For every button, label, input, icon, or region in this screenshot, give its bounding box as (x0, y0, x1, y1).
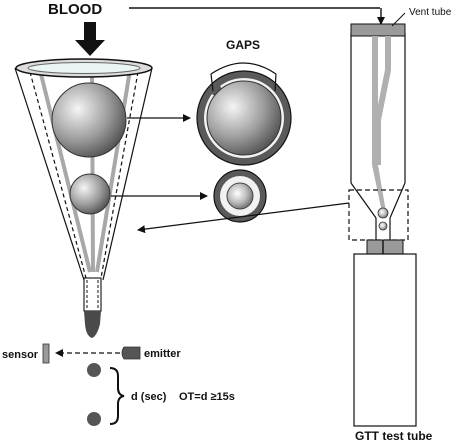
zoom-to-funnel-arrow (137, 202, 350, 234)
down-arrow-icon (75, 22, 105, 56)
sensor-icon (42, 343, 50, 364)
lower-vial (353, 253, 417, 427)
funnel (14, 58, 153, 338)
small-cross-section (213, 169, 267, 223)
vent-tube-pointer (391, 12, 406, 27)
gaps-bracket (210, 62, 277, 75)
gtt-test-tube-label: GTT test tube (355, 429, 433, 443)
large-cross-section (196, 70, 292, 166)
d-sec-label: d (sec) (131, 391, 167, 403)
ot-formula-label: OT=d ≥15s (179, 391, 235, 403)
large-ball (51, 82, 127, 158)
blood-drip (84, 311, 101, 338)
gaps-pointer-left (210, 73, 214, 92)
blood-label: BLOOD (48, 1, 102, 18)
emitter-icon (121, 346, 141, 360)
upper-cap (350, 23, 406, 37)
gtt-test-tube (348, 12, 417, 427)
emitter-label: emitter (144, 348, 181, 360)
lower-stopper (366, 239, 404, 255)
gaps-pointer-right (274, 73, 277, 92)
interval-brace (109, 367, 125, 425)
gaps-label: GAPS (226, 38, 260, 52)
small-ball (69, 173, 111, 215)
sensor-label: sensor (2, 349, 39, 361)
vent-tube-label: Vent tube (409, 7, 452, 18)
drop-lower (87, 412, 101, 426)
drop-upper (87, 363, 101, 377)
